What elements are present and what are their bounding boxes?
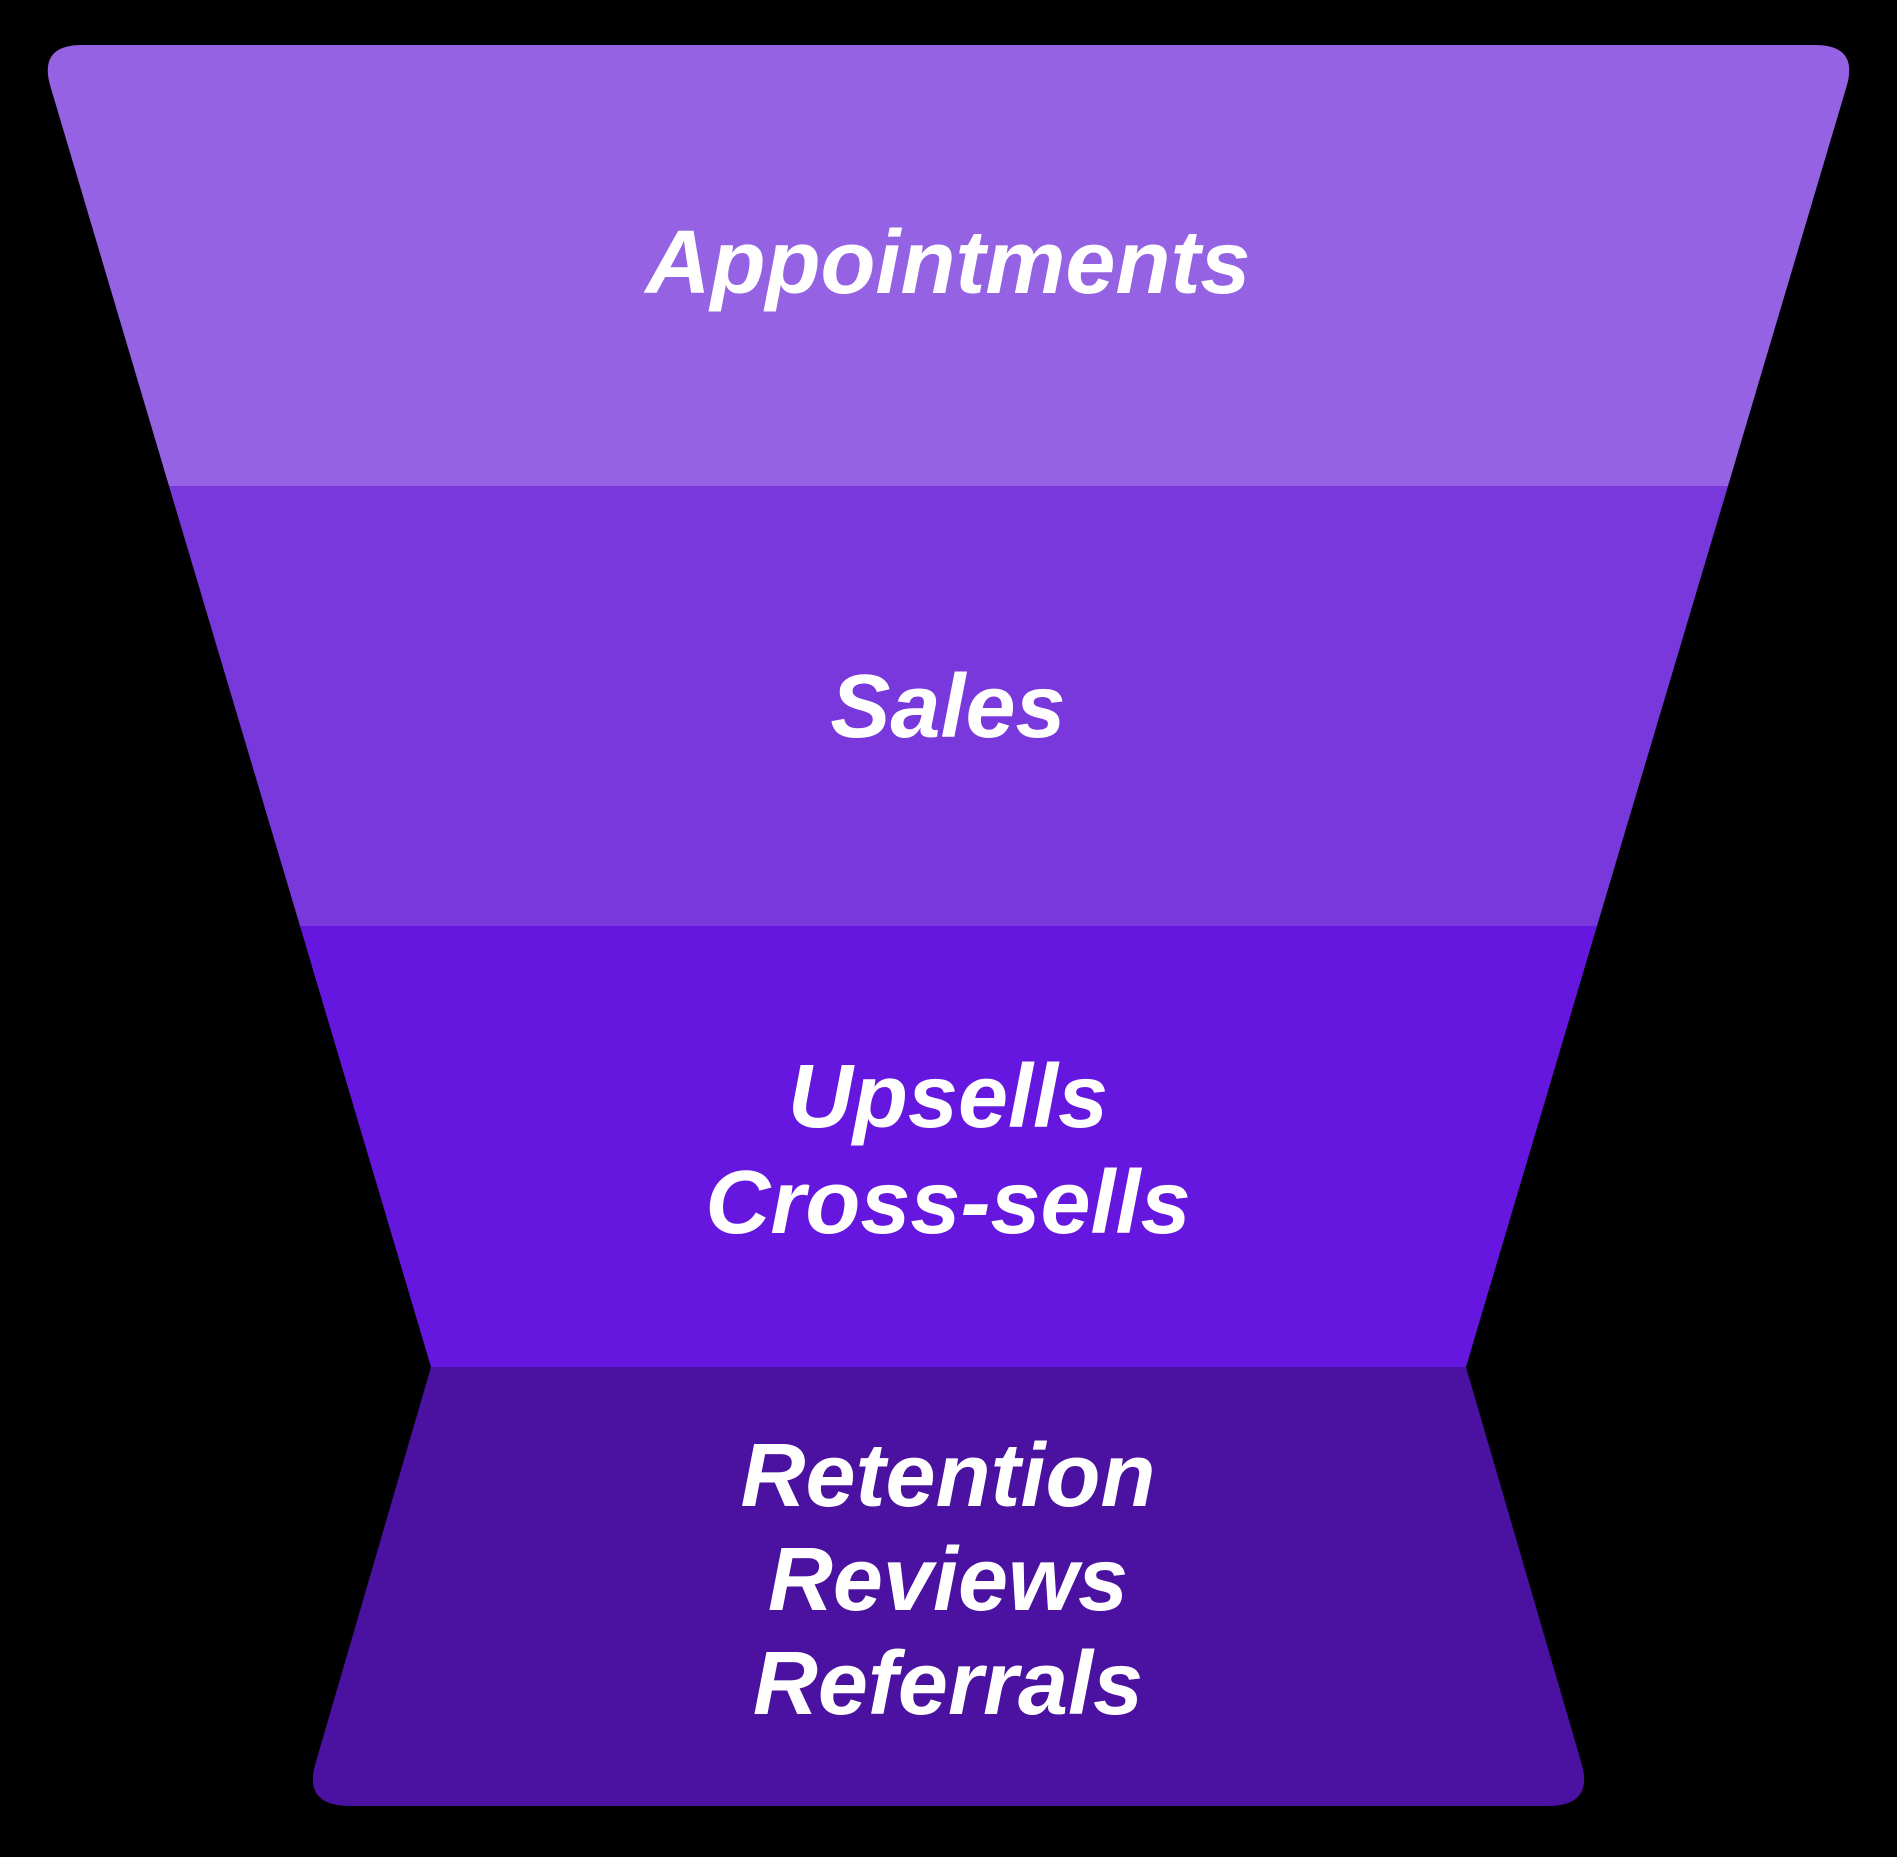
tier-label-reviews: Reviews	[768, 1530, 1128, 1630]
tier-label-referrals: Referrals	[753, 1634, 1143, 1734]
tier-label-sales: Sales	[830, 657, 1065, 757]
tier-label-upsells: Upsells	[788, 1047, 1108, 1147]
tier-label-cross-sells: Cross-sells	[705, 1153, 1190, 1253]
tier-label-appointments: Appointments	[644, 213, 1251, 313]
funnel-tier-retention-shape	[312, 1367, 1585, 1806]
funnel-tier-sales-shape	[169, 486, 1728, 926]
tier-label-retention: Retention	[741, 1426, 1156, 1526]
funnel-tier-upsells-shape	[300, 926, 1597, 1367]
funnel-tier-appointments-shape	[47, 45, 1850, 486]
